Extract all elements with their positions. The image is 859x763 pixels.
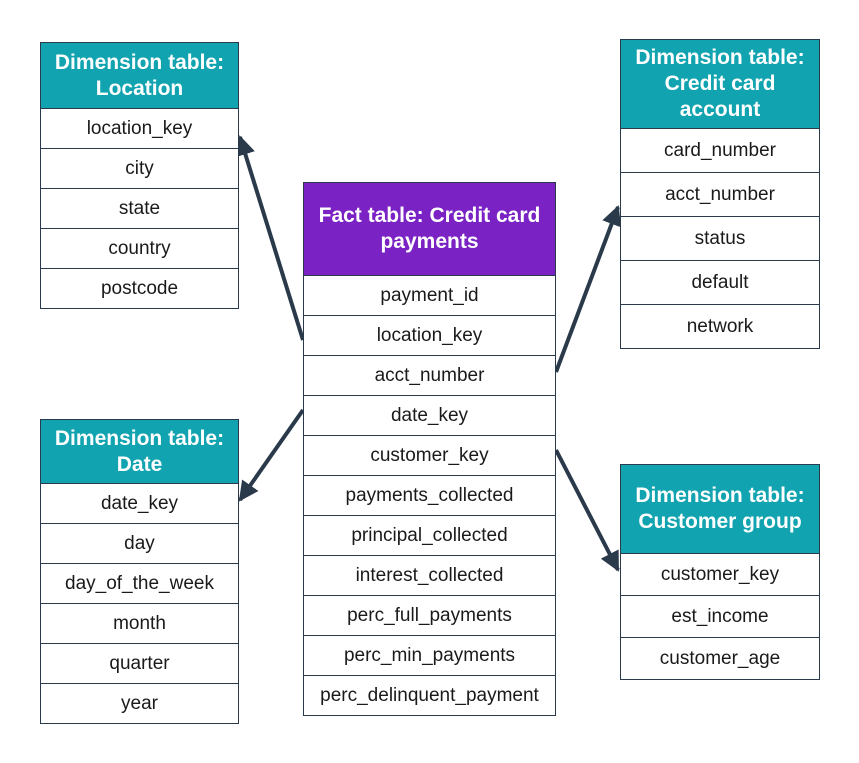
table-row: country [41, 228, 238, 268]
arrow-fact-to-credit-card-account [554, 205, 622, 373]
location-dimension-table: Dimension table: Location location_key c… [40, 42, 239, 309]
table-title: Fact table: Credit card payments [304, 183, 555, 275]
fact-table-credit-card-payments: Fact table: Credit card payments payment… [303, 182, 556, 716]
table-row: customer_key [621, 553, 819, 595]
table-row: perc_delinquent_payment [304, 675, 555, 715]
table-row: customer_age [621, 637, 819, 679]
table-row: perc_min_payments [304, 635, 555, 675]
table-row: date_key [41, 483, 238, 523]
table-row: day_of_the_week [41, 563, 238, 603]
table-row: customer_key [304, 435, 555, 475]
table-row: status [621, 216, 819, 260]
credit-card-account-dimension-table: Dimension table: Credit card account car… [620, 39, 820, 349]
table-row: city [41, 148, 238, 188]
table-title: Dimension table: Credit card account [621, 40, 819, 128]
table-row: quarter [41, 643, 238, 683]
table-row: network [621, 304, 819, 348]
table-title: Dimension table: Customer group [621, 465, 819, 553]
table-row: payment_id [304, 275, 555, 315]
table-row: principal_collected [304, 515, 555, 555]
table-row: acct_number [304, 355, 555, 395]
date-dimension-table: Dimension table: Date date_key day day_o… [40, 419, 239, 724]
customer-group-dimension-table: Dimension table: Customer group customer… [620, 464, 820, 680]
table-row: default [621, 260, 819, 304]
table-row: payments_collected [304, 475, 555, 515]
table-row: perc_full_payments [304, 595, 555, 635]
table-row: location_key [304, 315, 555, 355]
table-row: date_key [304, 395, 555, 435]
table-row: month [41, 603, 238, 643]
arrow-fact-to-customer-group [554, 449, 620, 572]
table-title: Dimension table: Location [41, 43, 238, 108]
table-row: interest_collected [304, 555, 555, 595]
table-title: Dimension table: Date [41, 420, 238, 483]
table-row: location_key [41, 108, 238, 148]
arrow-fact-to-date [238, 408, 305, 502]
table-row: card_number [621, 128, 819, 172]
table-row: year [41, 683, 238, 723]
table-row: state [41, 188, 238, 228]
table-row: day [41, 523, 238, 563]
arrow-fact-to-location [235, 135, 305, 341]
table-row: acct_number [621, 172, 819, 216]
table-row: postcode [41, 268, 238, 308]
table-row: est_income [621, 595, 819, 637]
